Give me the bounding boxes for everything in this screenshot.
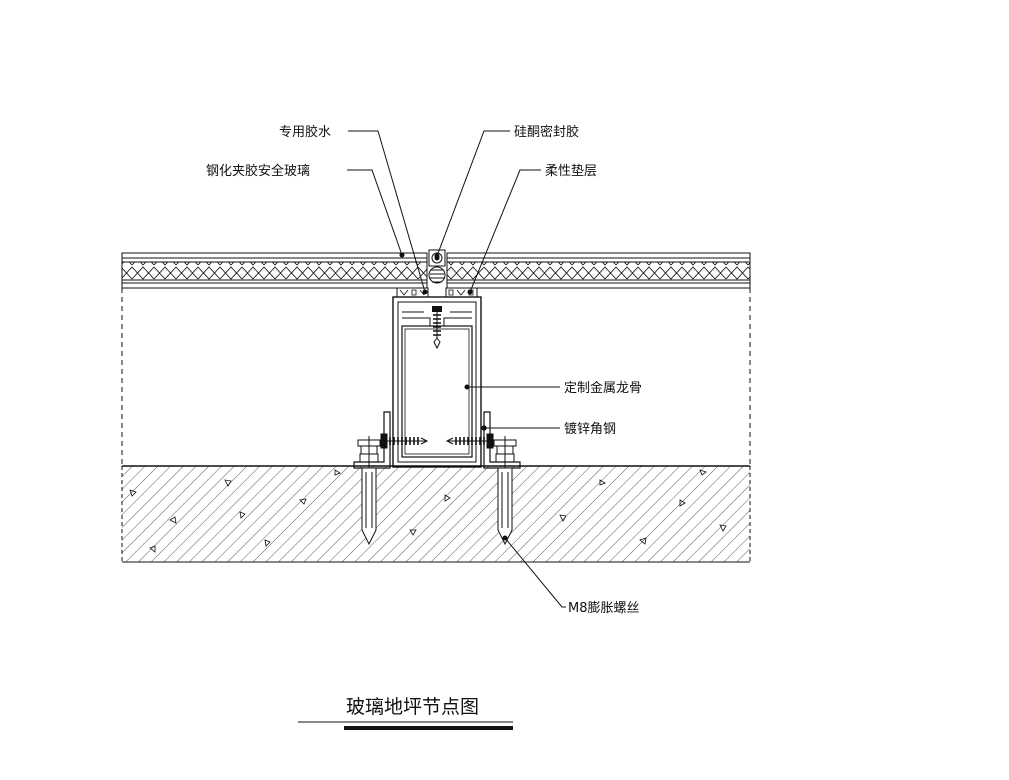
metal-keel xyxy=(392,296,482,468)
concrete-slab xyxy=(121,465,751,563)
expansion-bolt-left xyxy=(357,436,381,546)
label-soft-pad: 柔性垫层 xyxy=(545,163,597,179)
label-silicone-sealant: 硅酮密封胶 xyxy=(514,124,579,140)
label-special-glue: 专用胶水 xyxy=(279,124,331,140)
label-metal-keel: 定制金属龙骨 xyxy=(564,380,642,396)
label-galvanized-angle: 镀锌角钢 xyxy=(564,421,616,437)
glass-panel-left xyxy=(121,252,428,289)
glass-panel-right xyxy=(446,252,751,289)
drawing-title: 玻璃地坪节点图 xyxy=(346,696,479,718)
expansion-bolt-right xyxy=(493,436,517,546)
galvanized-angle-steel xyxy=(353,411,521,469)
label-laminated-glass: 钢化夹胶安全玻璃 xyxy=(206,163,310,179)
soft-pad xyxy=(396,287,478,298)
label-expansion-bolt: M8膨胀螺丝 xyxy=(568,601,640,616)
leader-lines xyxy=(347,130,566,608)
